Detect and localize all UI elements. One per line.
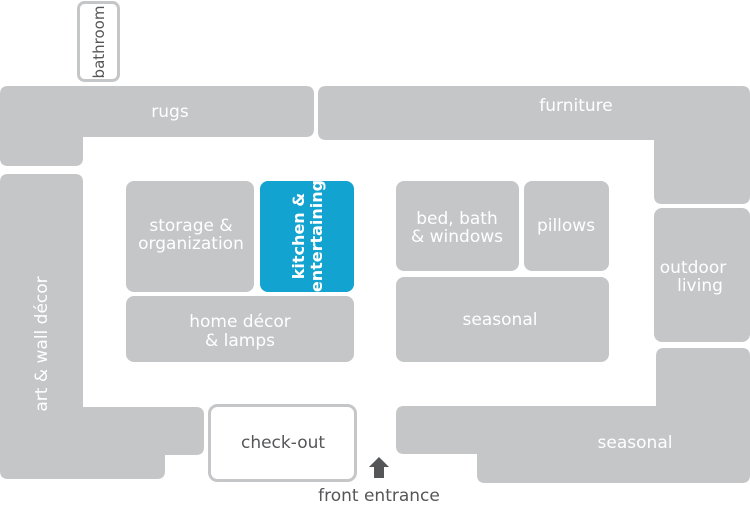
checkout-label: check-out [241,433,325,453]
seasonal-center-area [396,277,609,362]
front-entrance-label: front entrance [318,486,440,506]
art-wall-decor-area [0,174,204,479]
rugs-label: rugs [151,102,189,122]
outdoor-living-line2: living [677,276,723,296]
furniture-label: furniture [539,96,612,116]
department-rugs[interactable]: rugs [0,86,314,166]
kitchen-label-line1: kitchen & [289,193,308,279]
department-art-wall-decor[interactable]: art & wall décor [0,174,204,479]
bed-bath-line2: & windows [411,227,503,247]
kitchen-label-line2: entertaining [307,180,326,292]
seasonal-bottom-label: seasonal [598,433,673,453]
seasonal-center-label: seasonal [463,310,538,330]
front-entrance-marker: front entrance [318,457,440,506]
storage-label-line1: storage & [149,216,232,236]
seasonal-bottom-area [396,348,750,483]
storage-organization-area [126,181,254,292]
department-seasonal-center[interactable]: seasonal [396,277,609,362]
department-kitchen-entertaining[interactable]: kitchen & entertaining [260,180,354,292]
checkout-counter[interactable]: check-out [208,404,357,482]
outdoor-living-line1: outdoor [660,258,726,278]
bathroom-label: bathroom [90,6,108,79]
department-seasonal-bottom[interactable]: seasonal [396,348,750,483]
pillows-area [524,181,609,271]
department-bed-bath-windows[interactable]: bed, bath & windows [396,181,519,271]
department-bathroom[interactable]: bathroom [77,1,120,82]
bed-bath-line1: bed, bath [416,209,498,229]
home-decor-line1: home décor [189,312,291,332]
furniture-area [318,86,750,204]
department-outdoor-living[interactable]: outdoor living [654,208,750,342]
outdoor-living-area [654,208,750,342]
department-home-decor-lamps[interactable]: home décor & lamps [126,296,354,362]
bathroom-box [77,1,120,82]
checkout-box [208,404,357,482]
entrance-arrow-icon [369,457,389,478]
department-pillows[interactable]: pillows [524,181,609,271]
art-wall-decor-label: art & wall décor [32,276,52,411]
bed-bath-windows-area [396,181,519,271]
home-decor-line2: & lamps [205,331,275,351]
home-decor-lamps-area [126,296,354,362]
kitchen-entertaining-area [260,181,354,292]
pillows-label: pillows [537,216,595,236]
storage-label-line2: organization [138,234,244,254]
department-furniture[interactable]: furniture [318,86,750,204]
rugs-area [0,86,314,166]
department-storage-organization[interactable]: storage & organization [126,181,254,292]
